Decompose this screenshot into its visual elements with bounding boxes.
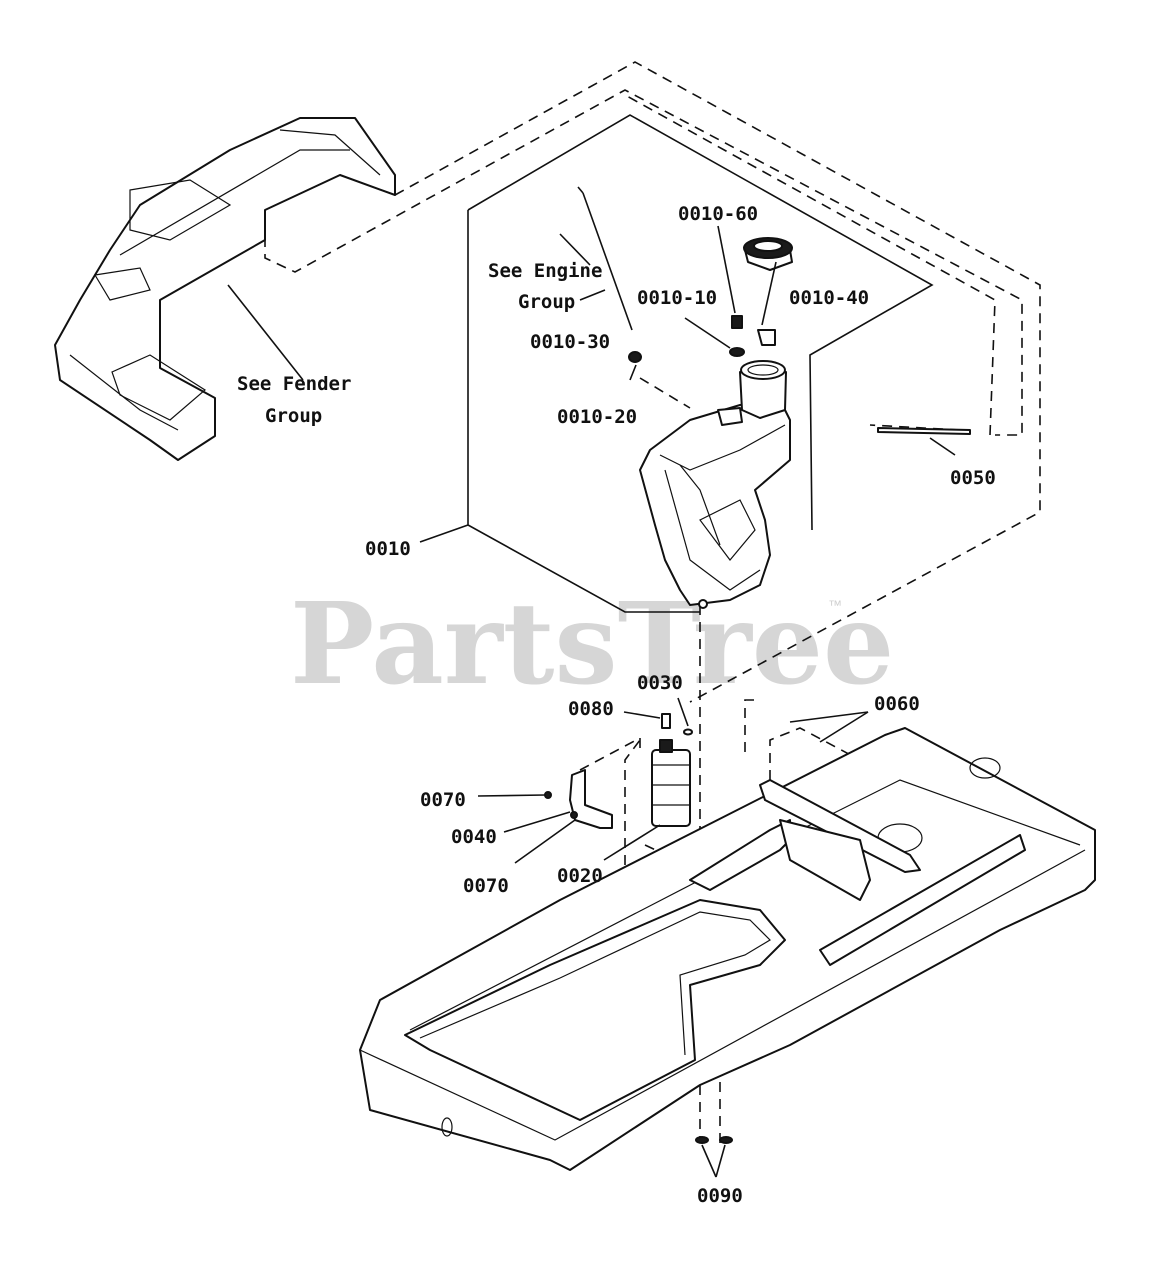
watermark: PartsTree xyxy=(290,579,894,710)
label-see-fender-line1: See Fender xyxy=(237,373,351,395)
assembly-dashed-outlines xyxy=(264,61,1041,1145)
small-fittings xyxy=(577,186,971,736)
label-0040: 0040 xyxy=(451,826,497,848)
leader-lines xyxy=(227,225,956,1178)
label-0050: 0050 xyxy=(950,467,996,489)
label-0010-10: 0010-10 xyxy=(637,287,717,309)
label-see-engine-line2: Group xyxy=(518,291,575,313)
label-0070-lower: 0070 xyxy=(463,875,509,897)
label-0010-60: 0010-60 xyxy=(678,203,758,225)
fender-part xyxy=(54,117,396,461)
label-0030: 0030 xyxy=(637,672,683,694)
label-0010-30: 0010-30 xyxy=(530,331,610,353)
label-0020: 0020 xyxy=(557,865,603,887)
label-0080: 0080 xyxy=(568,698,614,720)
charcoal-canister-part xyxy=(651,739,691,827)
bracket-part xyxy=(544,769,613,829)
chassis-frame-part xyxy=(359,727,1096,1171)
label-0070-upper: 0070 xyxy=(420,789,466,811)
label-see-fender-line2: Group xyxy=(265,405,322,427)
label-0010-40: 0010-40 xyxy=(789,287,869,309)
fuel-tank-part xyxy=(639,360,791,609)
label-0090: 0090 xyxy=(697,1185,743,1207)
watermark-trademark: ™ xyxy=(828,597,842,613)
callout-labels: 0010-60 See Engine Group 0010-10 0010-40… xyxy=(237,203,996,1207)
label-0060: 0060 xyxy=(874,693,920,715)
fuel-cap-part xyxy=(743,237,793,346)
fuel-tank-group-outline xyxy=(467,114,934,613)
label-0010-20: 0010-20 xyxy=(557,406,637,428)
label-see-engine-line1: See Engine xyxy=(488,260,602,282)
label-0010: 0010 xyxy=(365,538,411,560)
